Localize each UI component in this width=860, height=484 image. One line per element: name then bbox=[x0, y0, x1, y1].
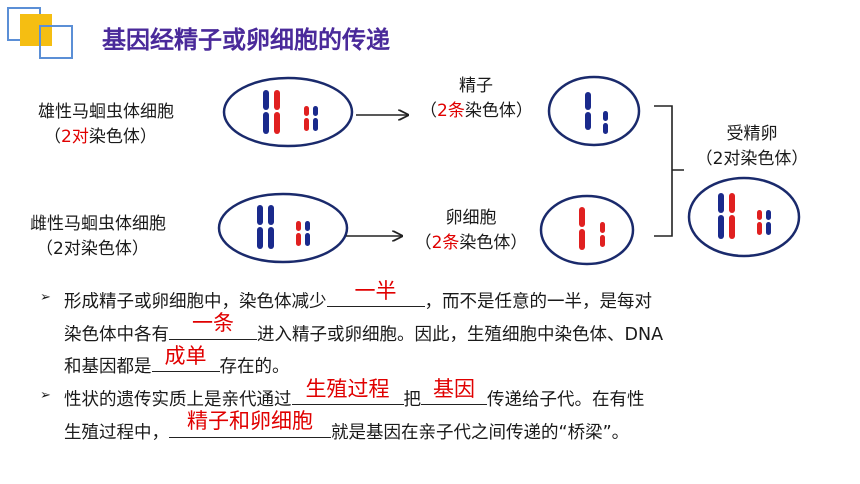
p1-text-2a: 染色体中各有 bbox=[64, 324, 169, 345]
blank-3: 成单 bbox=[151, 344, 220, 372]
bullet-arrow-icon: ➢ bbox=[40, 388, 51, 403]
blank-4: 生殖过程 bbox=[291, 377, 404, 405]
answer-4: 生殖过程 bbox=[305, 376, 390, 401]
paragraph-1: ➢ 形成精子或卵细胞中，染色体减少 一半 ，而不是任意的一半，是每对 染色体中各有 一… bbox=[40, 279, 840, 378]
p2-line-1: 性状的遗传实质上是亲代通过生殖过程把基因传递给子代。在有性 bbox=[64, 377, 645, 415]
male-small-pair bbox=[304, 106, 318, 131]
p2-text-1a: 性状的遗传实质上是亲代通过 bbox=[64, 390, 292, 410]
paragraph-2: ➢ 性状的遗传实质上是亲代通过生殖过程把基因传递给子代。在有性 生殖过程中， 精子… bbox=[40, 377, 840, 443]
sperm-open: （ bbox=[420, 101, 437, 121]
zygote-chromo-count: （2对染色体） bbox=[695, 149, 809, 169]
answer-6: 精子和卵细胞 bbox=[187, 409, 313, 433]
sperm-chromo-count: （2条染色体） bbox=[420, 99, 533, 124]
egg-rest: 染色体） bbox=[459, 233, 528, 253]
p1-text-3b: 存在的。 bbox=[219, 357, 290, 377]
zygote-cell bbox=[687, 176, 801, 258]
male-chromo-count: （2对染色体） bbox=[38, 125, 174, 150]
p2-text-1b: 把 bbox=[403, 390, 422, 410]
egg-chromo-count: （2条染色体） bbox=[412, 231, 530, 256]
cell-diagram bbox=[217, 75, 801, 266]
egg-name: 卵细胞 bbox=[445, 208, 497, 228]
male-cell-name: 雄性马蛔虫体细胞 bbox=[38, 102, 174, 122]
egg-num: 2条 bbox=[431, 233, 460, 253]
p1-text-2b: 进入精子或卵细胞。因此，生殖细胞中染色体、DNA bbox=[257, 324, 664, 345]
male-chromo-rest: 染色体） bbox=[88, 127, 157, 147]
corner-decoration bbox=[0, 0, 90, 60]
female-small-pair bbox=[296, 221, 310, 246]
female-large-pair bbox=[257, 205, 274, 249]
female-cell-label: 雌性马蛔虫体细胞 （2对染色体） bbox=[30, 212, 166, 262]
male-cell bbox=[222, 76, 354, 148]
p1-line-2: 染色体中各有 一条进入精子或卵细胞。因此，生殖细胞中染色体、DNA bbox=[64, 311, 664, 350]
male-cell-label: 雄性马蛔虫体细胞 （2对染色体） bbox=[38, 100, 174, 150]
egg-cell bbox=[539, 194, 635, 266]
sperm-cell bbox=[547, 75, 641, 147]
bullet-arrow-icon: ➢ bbox=[40, 290, 51, 305]
p1-text-3a: 和基因都是 bbox=[64, 357, 152, 377]
male-chromo-open: （ bbox=[44, 127, 61, 147]
sperm-num: 2条 bbox=[437, 101, 465, 121]
blank-2: 一条 bbox=[169, 311, 257, 340]
sperm-label: 精子 （2条染色体） bbox=[420, 74, 533, 124]
answer-1: 一半 bbox=[354, 278, 397, 303]
male-large-pair bbox=[263, 90, 280, 134]
blank-5: 基因 bbox=[421, 377, 487, 405]
p1-line-1: 形成精子或卵细胞中，染色体减少 一半 ，而不是任意的一半，是每对 bbox=[64, 279, 663, 317]
answer-2: 一条 bbox=[192, 311, 234, 335]
corner-squares bbox=[7, 7, 73, 59]
p2-text-2a: 生殖过程中， bbox=[64, 422, 169, 443]
egg-open: （ bbox=[414, 233, 432, 253]
zygote-name: 受精卵 bbox=[726, 124, 778, 144]
answer-5: 基因 bbox=[433, 376, 475, 401]
sperm-rest: 染色体） bbox=[464, 101, 533, 121]
sperm-name: 精子 bbox=[459, 76, 493, 96]
female-cell bbox=[217, 192, 349, 264]
blank-6: 精子和卵细胞 bbox=[169, 409, 331, 438]
paragraph-1-text: 形成精子或卵细胞中，染色体减少 一半 ，而不是任意的一半，是每对 染色体中各有 一条进… bbox=[64, 279, 664, 382]
page-title: 基因经精子或卵细胞的传递 bbox=[102, 26, 390, 54]
p1-line-3: 和基因都是成单存在的。 bbox=[64, 344, 663, 382]
paragraph-2-text: 性状的遗传实质上是亲代通过生殖过程把基因传递给子代。在有性 生殖过程中， 精子和卵… bbox=[64, 377, 645, 448]
p2-line-2: 生殖过程中， 精子和卵细胞就是基因在亲子代之间传递的“桥梁”。 bbox=[64, 409, 645, 448]
p1-text-1a: 形成精子或卵细胞中，染色体减少 bbox=[64, 292, 327, 312]
female-cell-name: 雌性马蛔虫体细胞 bbox=[30, 214, 166, 234]
p2-text-1c: 传递给子代。在有性 bbox=[487, 390, 645, 410]
female-chromo-count: （2对染色体） bbox=[36, 239, 149, 259]
blank-1: 一半 bbox=[326, 279, 425, 307]
male-chromo-num: 2对 bbox=[61, 127, 89, 147]
answer-3: 成单 bbox=[164, 343, 207, 368]
bracket bbox=[654, 105, 684, 237]
zygote-label: 受精卵 （2对染色体） bbox=[692, 122, 812, 172]
p1-text-1b: ，而不是任意的一半，是每对 bbox=[424, 292, 653, 312]
p2-text-2b: 就是基因在亲子代之间传递的“桥梁”。 bbox=[331, 422, 630, 443]
egg-label: 卵细胞 （2条染色体） bbox=[412, 206, 530, 256]
